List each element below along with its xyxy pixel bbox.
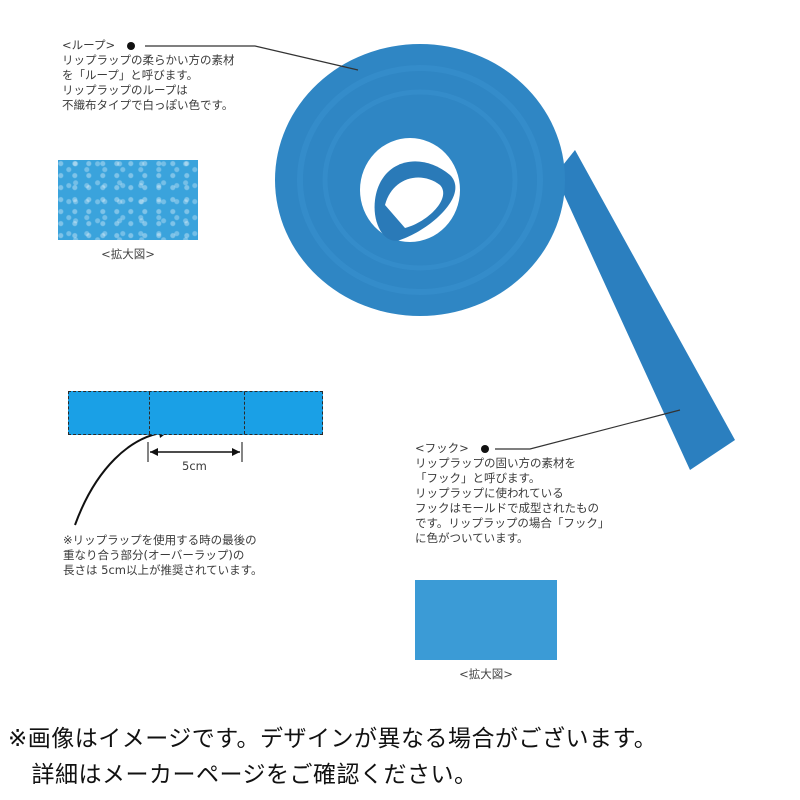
hook-swatch (415, 580, 557, 660)
hook-section: <フック> リップラップの固い方の素材を 「フック」と呼びます。 リップラップに… (415, 441, 609, 546)
hook-title: <フック> (415, 441, 469, 455)
overlap-note: ※リップラップを使用する時の最後の 重なり合う部分(オーバーラップ)の 長さは … (63, 533, 263, 577)
measure-label: 5cm (182, 459, 207, 473)
footer-disclaimer-line2: 詳細はメーカーページをご確認ください。 (8, 762, 478, 788)
callout-dot-icon (127, 41, 136, 50)
loop-description: リップラップの柔らかい方の素材 を「ループ」と呼びます。 リップラップのループは… (62, 53, 235, 112)
loop-section: <ループ> リップラップの柔らかい方の素材 を「ループ」と呼びます。 リップラッ… (62, 38, 235, 113)
dimension-arrow-icon (147, 442, 243, 462)
loop-caption: <拡大図> (101, 247, 155, 261)
hook-caption: <拡大図> (459, 667, 513, 681)
callout-dot-icon (480, 444, 489, 453)
loop-title: <ループ> (62, 38, 116, 52)
overlap-strip (68, 391, 323, 435)
hook-description: リップラップの固い方の素材を 「フック」と呼びます。 リップラップに使われている… (415, 456, 610, 545)
loop-swatch (58, 160, 198, 240)
footer-disclaimer-line1: ※画像はイメージです。デザインが異なる場合がございます。 (8, 726, 658, 752)
